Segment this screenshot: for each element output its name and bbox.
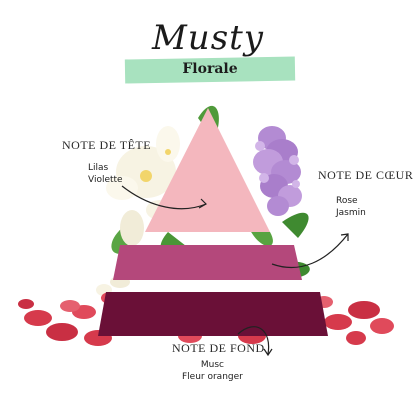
base-note-item: Musc xyxy=(200,360,224,370)
perfume-title: Musty xyxy=(151,18,265,58)
leaf xyxy=(250,230,273,246)
heart-note-heading: NOTE DE CŒUR xyxy=(318,168,414,182)
pyramid-top-layer xyxy=(145,108,270,232)
top-note-item: Lilas xyxy=(88,163,109,173)
top-note-list: Lilas Violette xyxy=(88,162,123,186)
family-label: Florale xyxy=(182,61,238,77)
arrow-tete-head xyxy=(198,198,207,209)
heart-note-list: Rose Jasmin xyxy=(336,195,366,219)
top-note-heading: NOTE DE TÊTE xyxy=(62,138,152,152)
top-note-item: Violette xyxy=(88,175,123,185)
arrow-coeur xyxy=(271,233,349,269)
base-note-item: Fleur oranger xyxy=(182,372,243,382)
base-note-list: Musc Fleur oranger xyxy=(182,359,243,383)
arrow-fond-head xyxy=(263,348,273,357)
leaf xyxy=(282,212,309,238)
pyramid-middle-layer xyxy=(113,245,302,280)
heart-note-item: Rose xyxy=(336,196,358,206)
pyramid-base-layer xyxy=(98,292,328,336)
arrow-coeur-head xyxy=(340,233,349,241)
arrow-tete xyxy=(121,185,207,210)
arrows xyxy=(121,185,349,357)
lilac-flowers xyxy=(253,126,302,216)
heart-note-item: Jasmin xyxy=(336,208,366,218)
arrow-fond xyxy=(237,326,270,355)
base-note-heading: NOTE DE FOND xyxy=(172,341,265,355)
